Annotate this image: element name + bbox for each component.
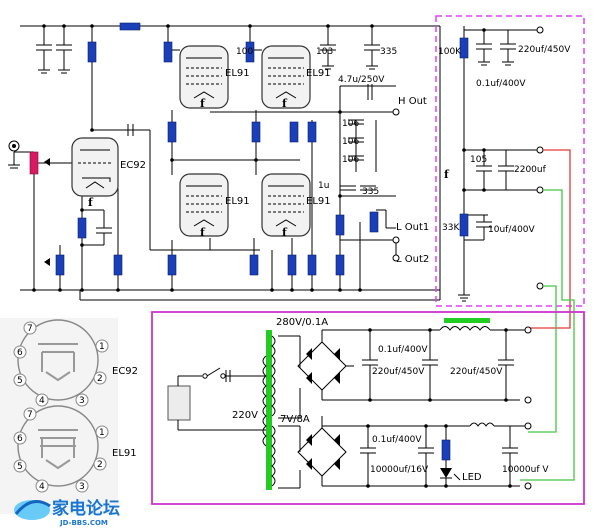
l-out1-terminal — [392, 236, 400, 244]
hv-c-220uf-a-label: 220uf/450V — [372, 367, 425, 377]
cap-335-top-label: 335 — [380, 47, 397, 57]
cap-100-label: 100 — [236, 47, 253, 57]
el91-pin-4: 4 — [39, 482, 45, 492]
supply-f-label: f — [444, 168, 450, 181]
c-01uf-label: 0.1uf/400V — [476, 79, 526, 89]
c-220uf-label: 220uf/450V — [518, 45, 571, 55]
el91-pin-2: 2 — [97, 460, 103, 470]
resistor-ec92-plate — [87, 41, 97, 63]
watermark-logo: 家电论坛 JD-BBS.COM — [14, 498, 120, 527]
el91-pin-7: 7 — [27, 410, 33, 420]
tube-el91-b: f — [261, 45, 311, 110]
resistor-mid-2 — [307, 121, 317, 143]
lv-c-10000uf-label: 10000uf/16V — [370, 465, 429, 475]
cap-4u7-label: 4.7u/250V — [338, 75, 385, 85]
el91-d-label: EL91 — [306, 196, 331, 207]
pinout-el91-label: EL91 — [112, 448, 137, 459]
cap-106-b-label: 106 — [342, 137, 359, 147]
watermark-url: JD-BBS.COM — [59, 519, 108, 527]
resistor-top-series — [119, 22, 141, 31]
power-supply: 280V/0.1A 220V 7V/8A 0.1uf/400V 220uf/45… — [151, 311, 585, 505]
h-out-label: H Out — [398, 96, 427, 107]
watermark-text: 家电论坛 — [52, 498, 120, 519]
resistor-mid-1 — [289, 121, 299, 143]
el91-d-filament-label: f — [282, 226, 288, 239]
resistor-el91-a-plate — [167, 121, 177, 143]
pinouts: 7 1 2 3 4 5 6 7 1 2 3 4 5 6 — [0, 318, 118, 514]
resistor-ec92-load — [113, 254, 123, 276]
resistor-el91-b-screen — [245, 41, 255, 63]
resistor-100k — [459, 37, 469, 59]
r-100k-label: 100K — [438, 47, 462, 57]
c-10uf-label: 10uf/400V — [488, 225, 536, 235]
mains-label: 220V — [232, 410, 258, 421]
r-33k-label: 33K — [442, 223, 460, 233]
output-terminals — [8, 108, 400, 262]
el91-pin-5: 5 — [17, 462, 23, 472]
resistor-33k — [459, 213, 469, 237]
resistor-el91-a-screen — [163, 41, 173, 63]
tube-el91-c: f — [179, 173, 229, 239]
l-out2-label: L Out2 — [396, 254, 429, 265]
el91-a-label: EL91 — [225, 68, 250, 79]
l-out1-label: L Out1 — [396, 222, 429, 233]
ec92-label: EC92 — [120, 160, 146, 171]
resistor-lout-3 — [369, 211, 379, 233]
el91-pin-6: 6 — [17, 434, 23, 444]
tube-el91-a: f — [179, 45, 229, 110]
ec92-pin-2: 2 — [97, 374, 103, 384]
pinout-ec92-label: EC92 — [112, 366, 138, 377]
resistor-el91-c-cathode — [249, 254, 259, 276]
el91-pin-3: 3 — [79, 482, 85, 492]
lv-c-01uf-label: 0.1uf/400V — [372, 435, 422, 445]
filter-section: 100K 220uf/450V 0.1uf/400V f 105 2200uf … — [435, 15, 585, 307]
led-label: LED — [462, 472, 482, 483]
junction-dots — [32, 24, 374, 292]
hv-c-01uf-label: 0.1uf/400V — [378, 345, 428, 355]
l-out2-terminal — [392, 254, 400, 262]
el91-a-filament-label: f — [200, 97, 206, 110]
ec92-pin-5: 5 — [17, 376, 23, 386]
resistor-el91-c-grid — [167, 254, 177, 276]
volume-pot — [29, 151, 39, 175]
resistor-ec92-grid — [55, 254, 65, 276]
cap-106-a-label: 106 — [342, 119, 359, 129]
ec92-pin-1: 1 — [99, 342, 105, 352]
hv-c-220uf-b-label: 220uf/450V — [450, 367, 503, 377]
resistors — [29, 22, 379, 276]
cap-1u-label: 1u — [318, 181, 329, 191]
resistor-lout-1 — [335, 214, 345, 236]
resistor-el91-d-cathode — [287, 254, 297, 276]
hv-winding-label: 280V/0.1A — [276, 317, 328, 328]
cap-103-label: 103 — [316, 47, 333, 57]
cap-106-c-label: 106 — [342, 155, 359, 165]
resistor-lout-2 — [335, 254, 345, 276]
resistor-el91-b-plate — [251, 121, 261, 143]
cap-335-mid-label: 335 — [362, 187, 379, 197]
resistor-led — [441, 439, 451, 461]
ec92-filament-label: f — [88, 196, 94, 209]
ec92-pin-7: 7 — [27, 324, 33, 334]
tube-ec92: f — [71, 137, 119, 209]
ec92-pin-3: 3 — [79, 396, 85, 406]
c-105-label: 105 — [470, 155, 487, 165]
component-labels: 100 103 335 4.7u/250V H Out 106 106 106 … — [236, 47, 429, 265]
lv-winding-label: 7V/8A — [280, 414, 310, 425]
lv-c-10000uf-b-label: 10000uf V — [502, 465, 549, 475]
interconnect-wires — [520, 149, 575, 481]
el91-c-filament-label: f — [200, 226, 206, 239]
resistor-el91-d-load — [307, 254, 317, 276]
ec92-pin-6: 6 — [17, 348, 23, 358]
el91-c-label: EL91 — [225, 196, 250, 207]
el91-b-label: EL91 — [306, 68, 331, 79]
c-2200uf-label: 2200uf — [514, 165, 547, 175]
tube-el91-d: f — [261, 173, 311, 239]
h-out-terminal — [392, 108, 400, 116]
resistor-ec92-cathode — [77, 217, 87, 239]
el91-pin-1: 1 — [99, 428, 105, 438]
el91-b-filament-label: f — [282, 97, 288, 110]
ec92-pin-4: 4 — [39, 396, 45, 406]
